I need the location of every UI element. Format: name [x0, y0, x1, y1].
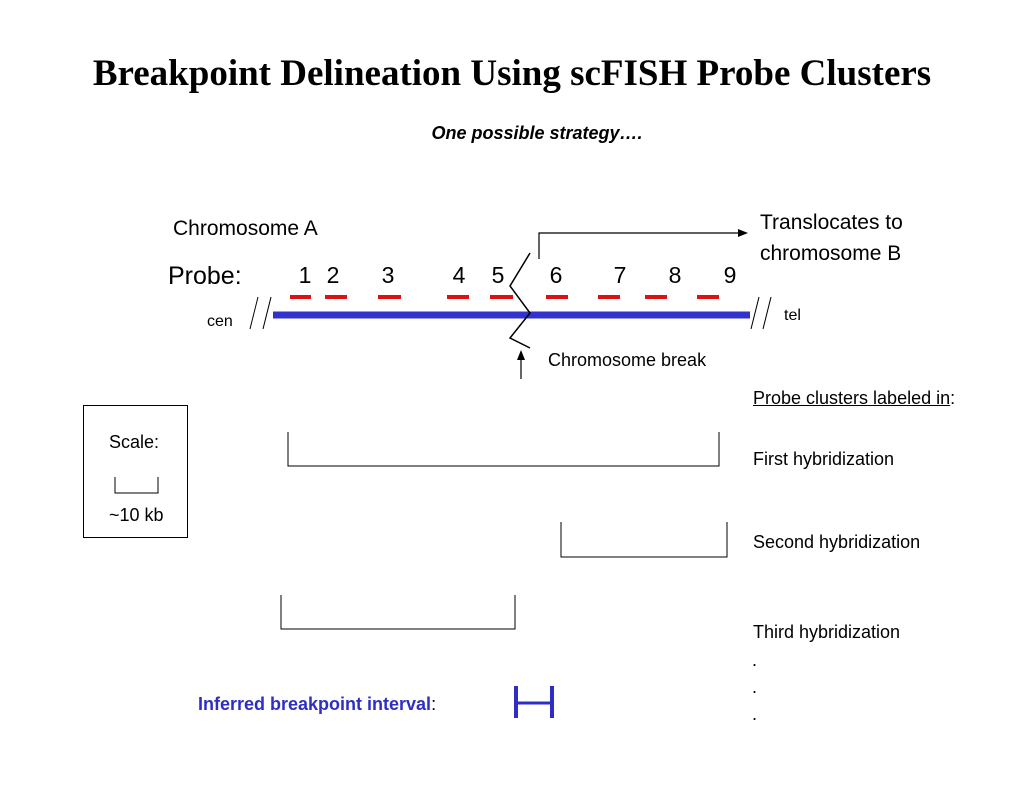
probe-number-7: 7: [613, 262, 627, 288]
translocation-label-line1: Translocates to: [760, 211, 903, 234]
chromosome-a-label: Chromosome A: [173, 217, 318, 240]
translocation-label-line2: chromosome B: [760, 242, 902, 265]
probe-number-4: 4: [452, 262, 466, 288]
first-hybridization-label: First hybridization: [753, 449, 895, 469]
translocation-arrow-line: [538, 232, 740, 259]
telomere-label: tel: [784, 307, 801, 324]
probe-clusters-heading-text: Probe clusters labeled in: [753, 388, 951, 408]
cut-mark-left-1: [249, 296, 259, 330]
cut-mark-left-2: [262, 296, 272, 330]
scale-bracket: [114, 477, 159, 494]
probe-number-3: 3: [381, 262, 395, 288]
probe-number-2: 2: [326, 262, 340, 288]
probe-clusters-heading-colon: :: [950, 388, 956, 408]
probe-clusters-heading: Probe clusters labeled in:: [753, 388, 955, 409]
ellipsis-dot-2: .: [752, 677, 758, 697]
scale-label: Scale:: [109, 432, 160, 452]
third-hybridization-bracket: [280, 595, 516, 630]
second-hybridization-bracket: [560, 522, 728, 558]
ellipsis-dot-1: .: [752, 650, 758, 670]
probe-number-8: 8: [668, 262, 682, 288]
chromosome-break-label: Chromosome break: [548, 350, 707, 370]
probe-number-5: 5: [491, 262, 505, 288]
cut-mark-right-2: [762, 296, 772, 330]
page-title: Breakpoint Delineation Using scFISH Prob…: [92, 53, 932, 94]
inferred-breakpoint-label-text: Inferred breakpoint interval: [198, 694, 432, 714]
chromosome-break-zigzag: [508, 252, 531, 349]
subtitle: One possible strategy….: [431, 123, 643, 143]
inferred-breakpoint-label-colon: :: [431, 694, 437, 714]
translocation-arrowhead: [738, 229, 748, 237]
break-arrowhead: [517, 350, 525, 360]
ellipsis-dot-3: .: [752, 704, 758, 724]
probe-number-6: 6: [549, 262, 563, 288]
cut-mark-right-1: [750, 296, 760, 330]
scale-value: ~10 kb: [109, 505, 164, 525]
probe-number-1: 1: [298, 262, 312, 288]
inferred-interval-icon: [514, 686, 554, 718]
probe-number-9: 9: [723, 262, 737, 288]
first-hybridization-bracket: [287, 432, 720, 467]
probe-row-label: Probe:: [168, 262, 242, 290]
inferred-breakpoint-label: Inferred breakpoint interval:: [198, 694, 436, 715]
centromere-label: cen: [207, 313, 233, 330]
third-hybridization-label: Third hybridization: [753, 622, 901, 642]
second-hybridization-label: Second hybridization: [753, 532, 921, 552]
scale-box: [83, 405, 188, 538]
